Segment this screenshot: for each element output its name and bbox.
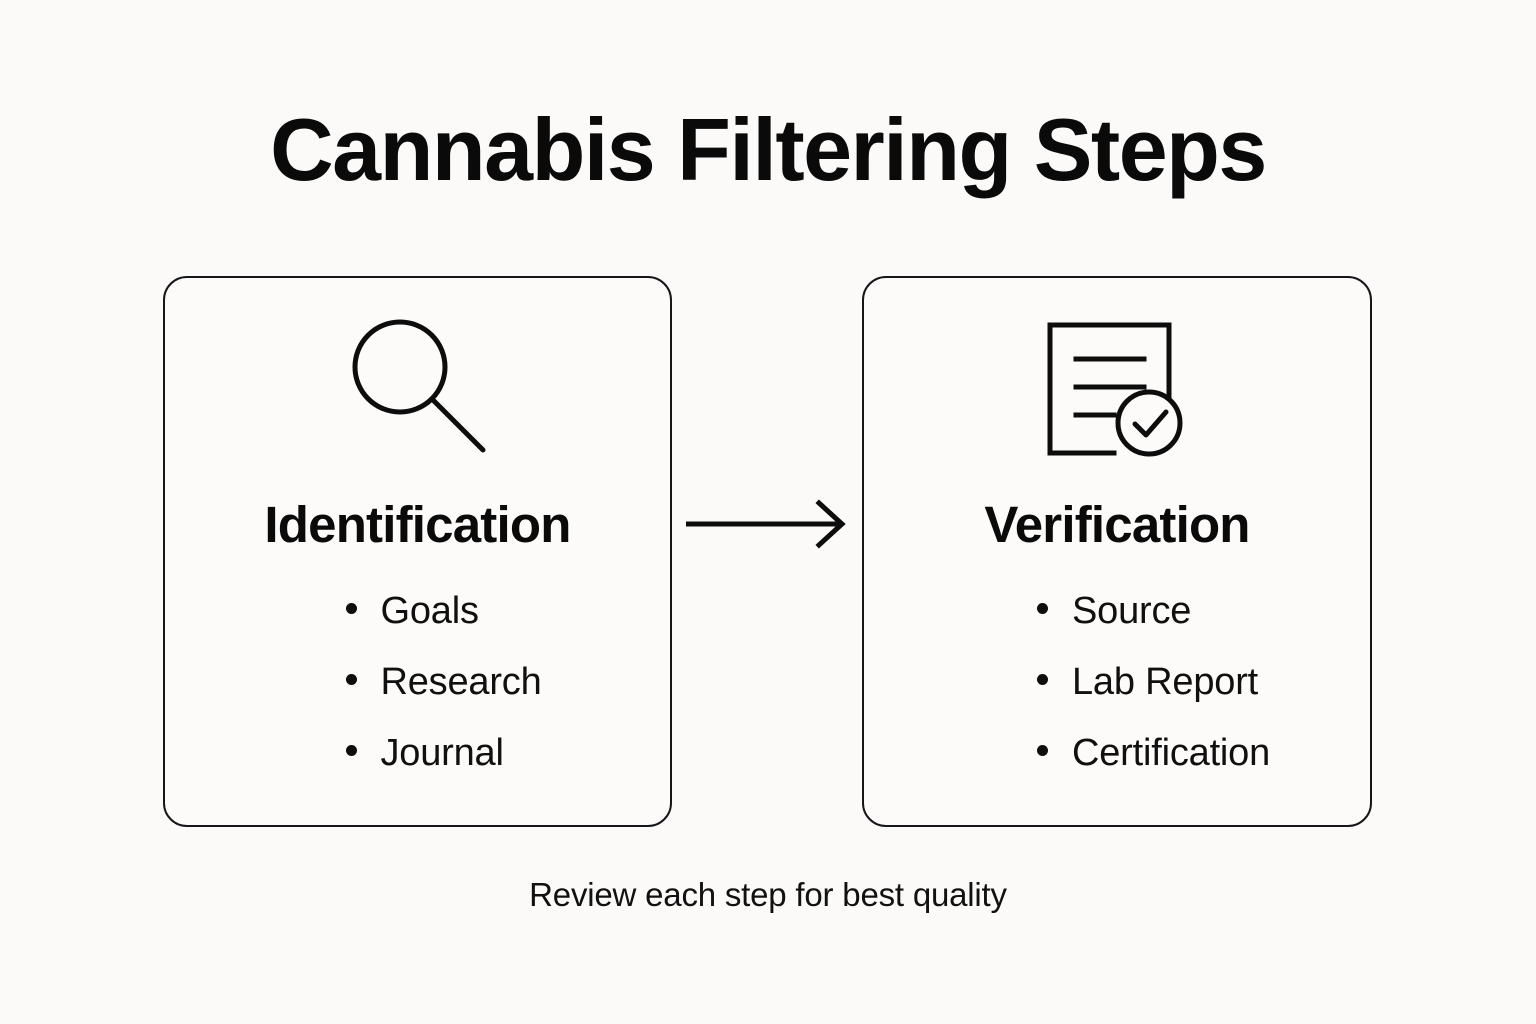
step-card-identification[interactable]: Identification Goals Research Journal	[163, 276, 672, 827]
document-check-icon	[864, 312, 1370, 472]
step-heading-identification: Identification	[264, 496, 571, 553]
bullet-dot-icon	[1037, 745, 1048, 756]
page-title: Cannabis Filtering Steps	[270, 100, 1267, 199]
footer-caption: Review each step for best quality	[529, 876, 1007, 913]
step-bullet-list-verification: Source Lab Report Certification	[864, 590, 1370, 803]
list-item: Certification	[967, 732, 1271, 803]
step-bullet-list-identification: Goals Research Journal	[165, 590, 670, 803]
list-item-label: Research	[380, 661, 542, 703]
arrow-right-icon	[680, 498, 852, 550]
list-item: Journal	[268, 732, 568, 803]
list-item-label: Certification	[1072, 732, 1271, 774]
list-item: Research	[268, 661, 568, 732]
list-item: Goals	[268, 590, 568, 661]
bullet-dot-icon	[345, 603, 357, 614]
magnifying-glass-icon	[165, 312, 670, 472]
list-item-label: Goals	[380, 590, 479, 632]
list-item-label: Source	[1072, 590, 1192, 632]
list-item: Lab Report	[967, 661, 1267, 732]
bullet-dot-icon	[345, 745, 357, 756]
bullet-dot-icon	[345, 674, 357, 685]
list-item-label: Lab Report	[1072, 661, 1259, 703]
list-item: Source	[967, 590, 1267, 661]
list-item-label: Journal	[380, 732, 504, 774]
bullet-dot-icon	[1037, 603, 1048, 614]
step-heading-verification: Verification	[984, 496, 1250, 553]
step-card-verification[interactable]: Verification Source Lab Report Certifica…	[862, 276, 1372, 827]
bullet-dot-icon	[1037, 674, 1048, 685]
